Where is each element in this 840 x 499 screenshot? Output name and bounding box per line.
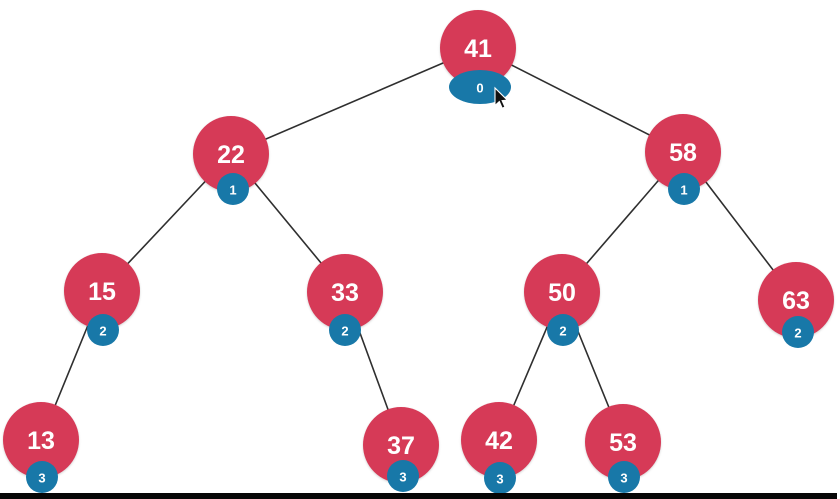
node-circle[interactable] bbox=[645, 114, 721, 190]
level-badge-value: 2 bbox=[341, 324, 348, 339]
tree-edge bbox=[230, 47, 479, 155]
level-badge-value: 3 bbox=[496, 472, 503, 487]
level-badge[interactable] bbox=[329, 314, 361, 346]
node-circle[interactable] bbox=[307, 254, 383, 330]
level-badge[interactable] bbox=[668, 173, 700, 205]
level-badge-value: 3 bbox=[399, 470, 406, 485]
node-value: 41 bbox=[464, 35, 492, 63]
tree-node-41[interactable]: 41 0 bbox=[440, 10, 516, 104]
level-badge-value: 2 bbox=[99, 324, 106, 339]
node-value: 63 bbox=[782, 287, 810, 315]
tree-node-33[interactable]: 33 2 bbox=[307, 254, 383, 346]
level-badge-value: 2 bbox=[794, 326, 801, 341]
tree-node-58[interactable]: 58 1 bbox=[645, 114, 721, 205]
tree-node-63[interactable]: 63 2 bbox=[758, 262, 834, 348]
level-badge-value: 3 bbox=[620, 471, 627, 486]
node-circle[interactable] bbox=[524, 254, 600, 330]
node-value: 15 bbox=[88, 278, 116, 306]
tree-node-53[interactable]: 53 3 bbox=[585, 404, 661, 493]
tree-node-50[interactable]: 50 2 bbox=[524, 254, 600, 346]
node-value: 33 bbox=[331, 279, 359, 307]
tree-node-37[interactable]: 37 3 bbox=[363, 407, 439, 492]
node-value: 50 bbox=[548, 279, 576, 307]
node-value: 37 bbox=[387, 432, 415, 460]
level-badge-value: 0 bbox=[476, 81, 483, 96]
node-value: 22 bbox=[217, 141, 245, 169]
tree-node-13[interactable]: 13 3 bbox=[3, 402, 79, 493]
bottom-bar bbox=[0, 493, 837, 499]
level-badge-value: 2 bbox=[559, 324, 566, 339]
level-badge-value: 1 bbox=[680, 183, 687, 198]
node-circle[interactable] bbox=[193, 116, 269, 192]
level-badge[interactable] bbox=[26, 461, 58, 493]
tree-node-42[interactable]: 42 3 bbox=[461, 402, 537, 494]
level-badge[interactable] bbox=[608, 461, 640, 493]
tree-edge bbox=[477, 47, 684, 153]
node-circle[interactable] bbox=[758, 262, 834, 338]
level-badge[interactable] bbox=[217, 173, 249, 205]
node-circle[interactable] bbox=[3, 402, 79, 478]
node-value: 42 bbox=[485, 427, 513, 455]
level-badge[interactable] bbox=[484, 462, 516, 494]
tree-node-22[interactable]: 22 1 bbox=[193, 116, 269, 205]
level-badge[interactable] bbox=[547, 314, 579, 346]
level-badge[interactable] bbox=[87, 314, 119, 346]
node-circle[interactable] bbox=[64, 253, 140, 329]
node-circle[interactable] bbox=[461, 402, 537, 478]
node-circle[interactable] bbox=[363, 407, 439, 483]
node-value: 13 bbox=[27, 427, 55, 455]
level-badge[interactable] bbox=[387, 460, 419, 492]
mouse-cursor-icon bbox=[494, 86, 509, 109]
tree-node-15[interactable]: 15 2 bbox=[64, 253, 140, 346]
node-value: 58 bbox=[669, 139, 697, 167]
node-circle[interactable] bbox=[440, 10, 516, 86]
node-value: 53 bbox=[609, 429, 637, 457]
node-circle[interactable] bbox=[585, 404, 661, 480]
level-badge[interactable] bbox=[782, 316, 814, 348]
level-badge-value: 1 bbox=[229, 183, 236, 198]
level-badge-value: 3 bbox=[38, 471, 45, 486]
